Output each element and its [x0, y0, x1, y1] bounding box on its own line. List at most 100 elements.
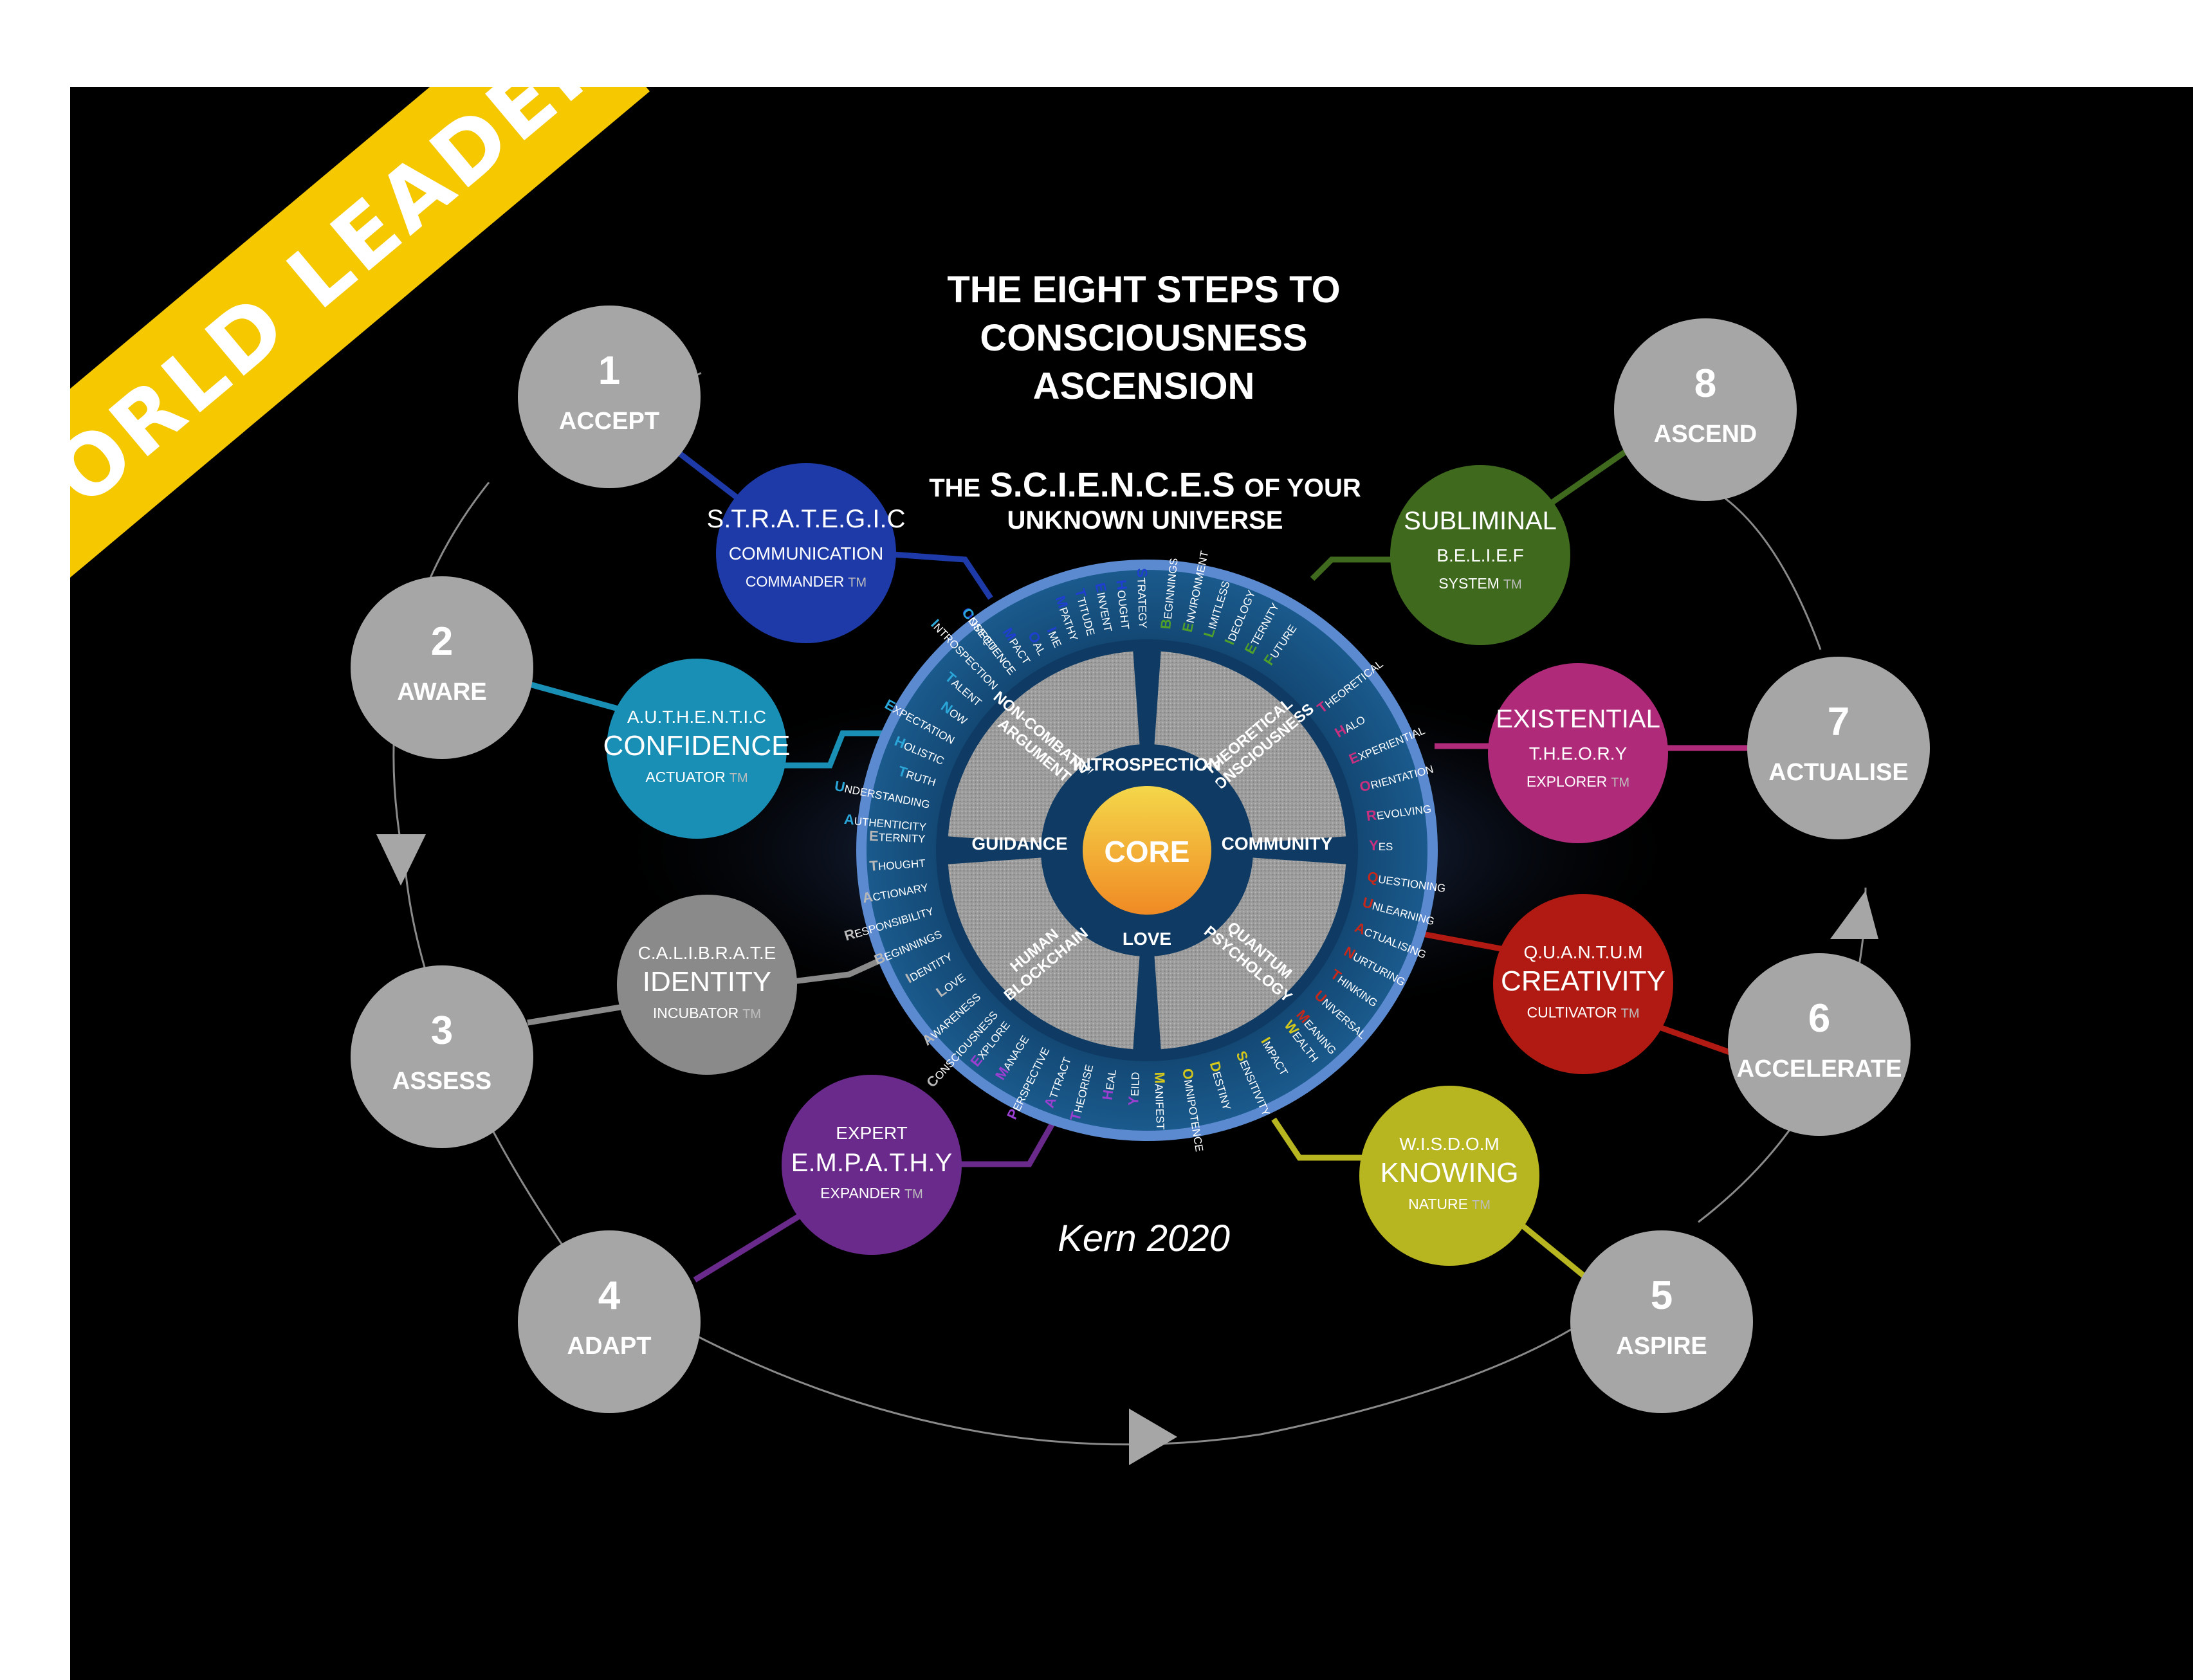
science-mid-text: B.E.L.I.E.F	[1436, 545, 1523, 565]
connector-7	[1435, 743, 1750, 751]
quadrant-2	[1154, 651, 1346, 843]
ring-word-empathy: HEAL	[1099, 1068, 1119, 1101]
step-number: 8	[1694, 361, 1716, 406]
step-circle-bg	[1728, 953, 1911, 1136]
step-number: 3	[431, 1009, 453, 1053]
core-label: CORE	[1105, 835, 1190, 868]
step-number: 7	[1828, 700, 1849, 744]
subtitle-sciences: S.C.I.E.N.C.E.S	[990, 466, 1235, 504]
science-circle-bg	[716, 463, 896, 643]
science-mid-text: E.M.P.A.T.H.Y	[791, 1149, 952, 1177]
step-circle-bg	[1614, 318, 1797, 501]
ring-word-strategic: STRATEGY	[1134, 568, 1152, 629]
step-label: ASCEND	[1654, 421, 1757, 448]
step-number: 2	[431, 619, 453, 664]
ring-word-theory: YES	[1369, 837, 1393, 854]
science-top-text: SUBLIMINAL	[1404, 507, 1557, 535]
step-number: 6	[1808, 996, 1830, 1041]
title-line-1: THE EIGHT STEPS TO	[947, 269, 1340, 311]
orbit-bottom-arc	[675, 1317, 1590, 1446]
signature: Kern 2020	[1058, 1218, 1230, 1259]
step-circle-bg	[518, 306, 701, 488]
step-label: ACCELERATE	[1737, 1055, 1902, 1082]
orbit-arrow-down	[376, 834, 426, 886]
step-circle-bg	[518, 1230, 701, 1413]
science-top-text: C.A.L.I.B.R.A.T.E	[638, 943, 776, 963]
orbit-path	[376, 372, 1878, 1465]
science-top-text: W.I.S.D.O.M	[1399, 1134, 1500, 1154]
science-top-text: EXISTENTIAL	[1496, 705, 1660, 733]
orbit-arrow-right	[1129, 1409, 1177, 1465]
science-mid-text: KNOWING	[1380, 1157, 1518, 1189]
science-top-text: EXPERT	[836, 1123, 908, 1143]
step-label: ADAPT	[567, 1333, 652, 1360]
step-label: AWARE	[397, 679, 486, 706]
science-circle-bg	[1493, 894, 1673, 1074]
quadrant-3	[1154, 857, 1346, 1050]
quadrant-4	[948, 857, 1140, 1050]
direction-introspection: INTROSPECTION	[1073, 754, 1221, 774]
ring-word-calibrate: THOUGHT	[869, 854, 926, 874]
subtitle-line-1: THE S.C.I.E.N.C.E.S OF YOUR	[929, 466, 1361, 504]
title-line-3: ASCENSION	[1033, 365, 1255, 407]
ring-word-calibrate: ETERNITY	[869, 828, 926, 846]
direction-guidance: GUIDANCE	[971, 834, 1067, 854]
science-circle-bg	[1390, 465, 1570, 645]
step-circle-bg	[351, 576, 533, 759]
science-top-text: S.T.R.A.T.E.G.I.C	[707, 505, 906, 533]
science-mid-text: CONFIDENCE	[603, 730, 791, 762]
step-number: 1	[598, 349, 620, 393]
orbit-arrow-up	[1830, 891, 1878, 939]
science-circle-bg	[782, 1075, 962, 1255]
core-circle	[1083, 786, 1211, 915]
step-label: ACTUALISE	[1768, 759, 1908, 786]
ring-word-empathy: YEILD	[1125, 1072, 1142, 1106]
subtitle-the: THE	[929, 474, 980, 502]
direction-community: COMMUNITY	[1222, 834, 1333, 854]
science-mid-text: T.H.E.O.R.Y	[1529, 744, 1628, 763]
step-label: ASSESS	[392, 1068, 491, 1095]
subtitle-line-2: UNKNOWN UNIVERSE	[1007, 506, 1283, 534]
step-number: 4	[598, 1274, 621, 1318]
quadrant-1	[948, 651, 1140, 843]
science-circle-bg	[1359, 1086, 1539, 1266]
science-circle-bg	[617, 895, 797, 1075]
step-circle-bg	[1747, 657, 1930, 839]
science-circle-bg	[607, 659, 787, 839]
science-mid-text: CREATIVITY	[1501, 965, 1665, 997]
step-label: ASPIRE	[1616, 1333, 1707, 1360]
connector-5	[1271, 1117, 1591, 1283]
step-label: ACCEPT	[559, 408, 659, 435]
science-circle-bg	[1488, 663, 1668, 843]
connector-8	[1310, 448, 1629, 581]
science-top-text: Q.U.A.N.T.U.M	[1523, 942, 1642, 962]
subtitle-of-your: OF YOUR	[1244, 474, 1361, 502]
